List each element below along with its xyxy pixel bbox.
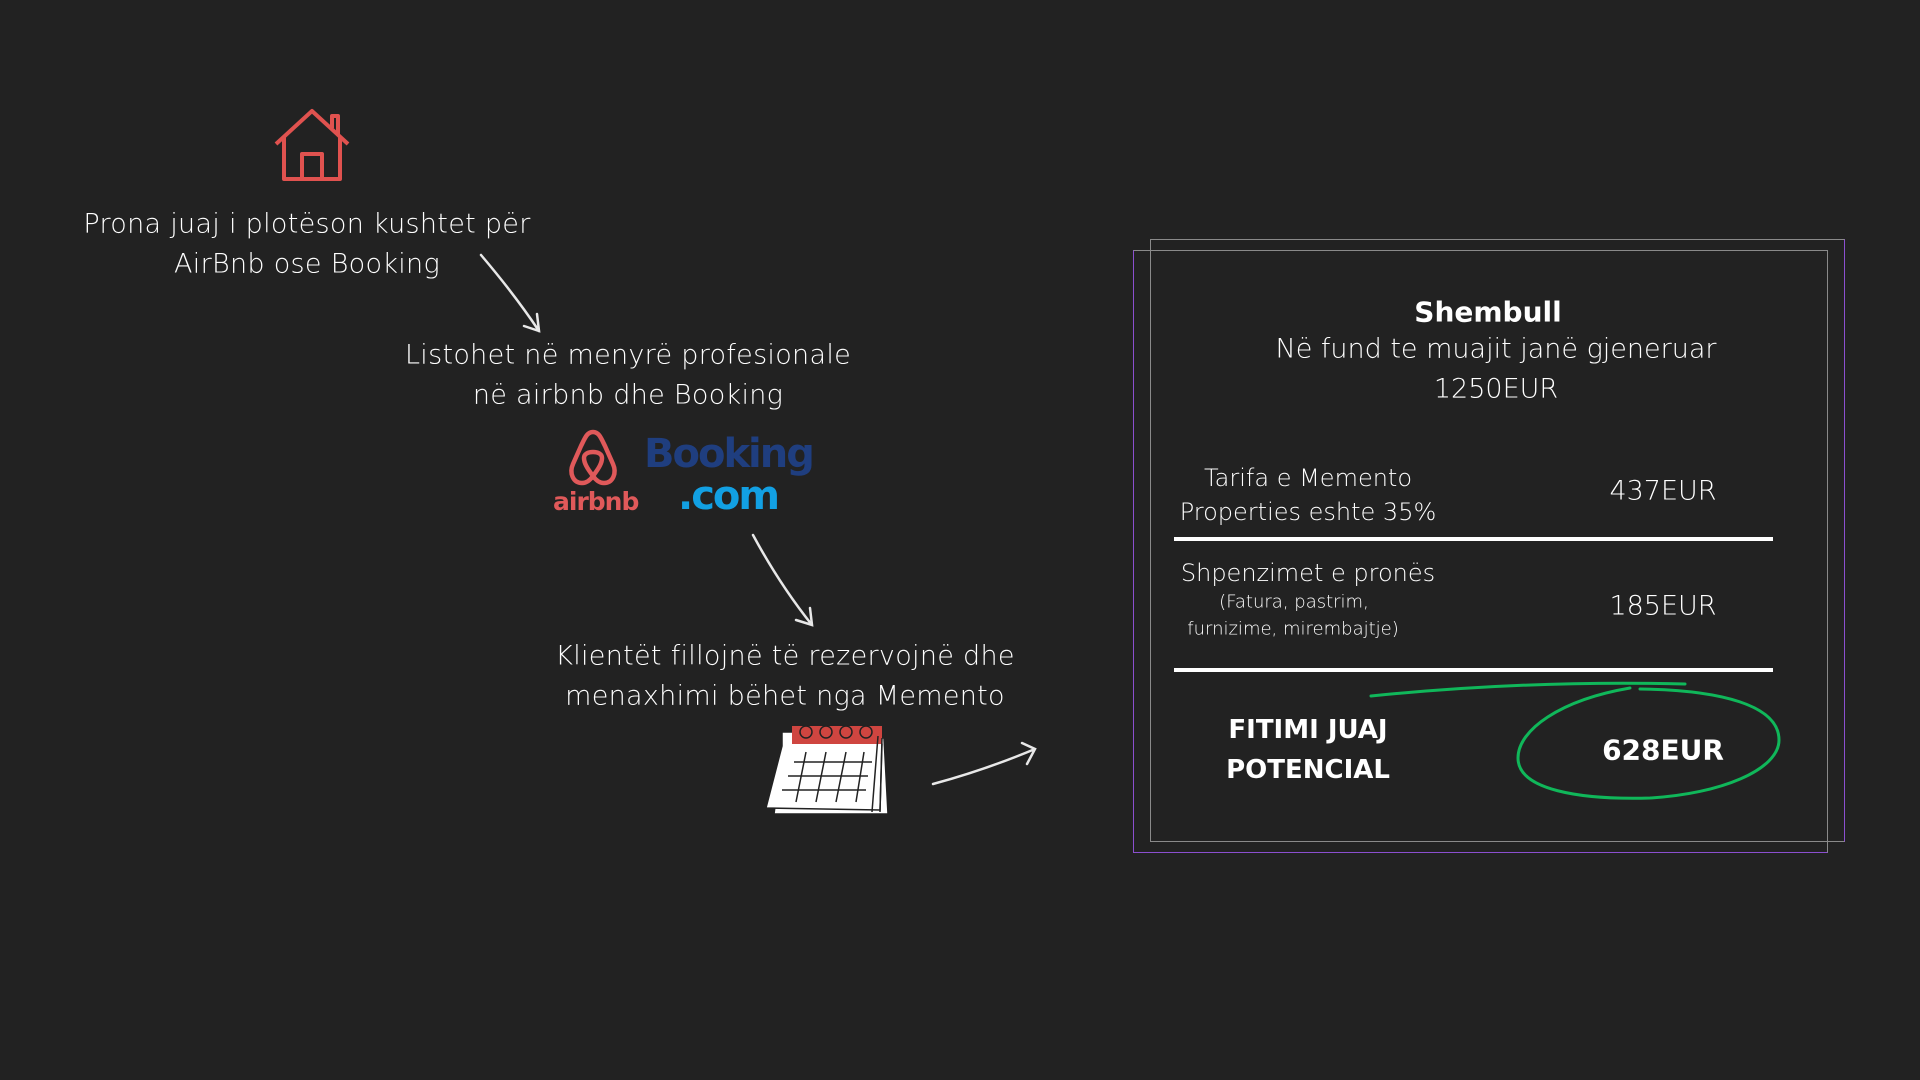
- expenses-value: 185EUR: [1609, 590, 1717, 622]
- row-divider: [1174, 537, 1773, 541]
- airbnb-logo: airbnb: [553, 428, 639, 518]
- fee-label-line1: Tarifa e Memento: [1203, 464, 1413, 492]
- calendar-icon: [765, 725, 889, 815]
- booking-wordmark: Booking: [644, 431, 815, 477]
- booking-domain: .com: [678, 473, 780, 519]
- fee-label-line2: Properties eshte 35%: [1179, 498, 1437, 526]
- step2-line2: në airbnb dhe Booking: [472, 379, 784, 411]
- expenses-note-line2: furnizime, mirembajtje): [1187, 618, 1399, 640]
- example-total: 1250EUR: [1433, 373, 1559, 405]
- row-divider: [1174, 668, 1773, 672]
- profit-label-line2: POTENCIAL: [1226, 755, 1390, 785]
- example-frame: [1150, 239, 1845, 842]
- airbnb-wordmark: airbnb: [553, 487, 639, 516]
- step1-line2: AirBnb ose Booking: [174, 248, 440, 280]
- fee-value: 437EUR: [1609, 475, 1717, 507]
- example-title: Shembull: [1414, 295, 1562, 329]
- example-subtitle: Në fund te muajit janë gjeneruar: [1275, 333, 1717, 365]
- booking-logo: Booking .com: [644, 434, 819, 518]
- expenses-note-line1: (Fatura, pastrim,: [1219, 591, 1369, 613]
- profit-value: 628EUR: [1602, 733, 1724, 767]
- expenses-label: Shpenzimet e pronës: [1180, 559, 1436, 587]
- example-frame-offset: [1133, 250, 1828, 853]
- house-icon: [274, 109, 350, 181]
- step3-line2: menaxhimi bëhet nga Memento: [565, 680, 1005, 712]
- step3-line1: Klientët fillojnë të rezervojnë dhe: [555, 640, 1015, 672]
- step1-line1: Prona juaj i plotëson kushtet për: [83, 208, 531, 240]
- profit-label-line1: FITIMI JUAJ: [1228, 715, 1388, 745]
- step2-line1: Listohet në menyrë profesionale: [404, 339, 852, 371]
